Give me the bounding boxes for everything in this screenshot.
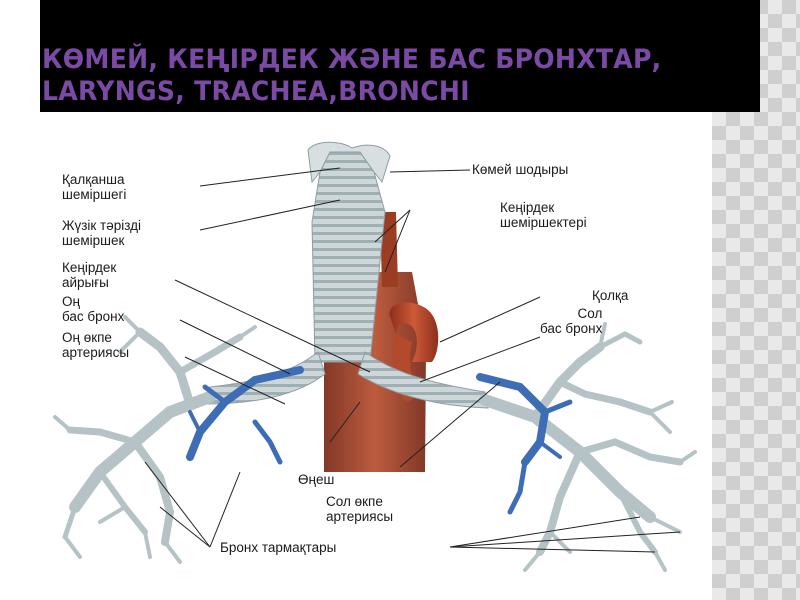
label-thyroid-cartilage-line-2: шеміршегі [62,187,127,202]
label-right-pulmonary-artery-line-1: Оң өкпе [62,330,112,345]
label-right-pulmonary-artery: Оң өкпе артериясы [62,330,129,360]
trachea-shape [307,141,391,363]
label-left-main-bronchus-line-1: Сол [577,306,603,321]
label-left-pulmonary-artery: Сол өкпе артериясы [326,494,393,524]
left-bronchial-tree [479,322,697,572]
label-left-pulmonary-artery-line-2: артериясы [326,509,394,524]
label-left-pulmonary-artery-line-1: Сол өкпе [326,494,383,509]
label-right-main-bronchus-line-2: бас бронх [62,309,125,324]
label-larynx-cavity: Көмей шодыры [472,162,569,177]
trachea-bronchi-illustration [53,141,697,572]
label-right-main-bronchus-line-1: Оң [62,294,80,309]
label-bronchial-branches: Бронх тармақтары [220,540,337,555]
right-bronchial-tree [53,315,257,564]
pulmonary-arteries [186,366,573,515]
label-cricoid-cartilage: Жүзік тәрізді шеміршек [62,218,141,248]
anatomy-figure: Қалқанша шеміршегі Жүзік тәрізді шемірше… [40,112,712,600]
label-cricoid-cartilage-line-2: шеміршек [62,233,125,248]
label-thyroid-cartilage-line-1: Қалқанша [62,172,125,187]
label-tracheal-cartilages-line-1: Кеңірдек [500,200,555,215]
label-esophagus: Өңеш [298,472,335,487]
label-tracheal-bifurcation-line-1: Кеңірдек [62,260,117,275]
label-right-pulmonary-artery-line-2: артериясы [62,345,130,360]
label-tracheal-bifurcation-line-2: айрығы [62,275,109,290]
label-tracheal-bifurcation: Кеңірдек айрығы [62,260,116,290]
slide-title-line-1: КӨМЕЙ, КЕҢІРДЕК ЖӘНЕ БАС БРОНХТАР, [42,44,662,75]
slide-title-line-2: LARYNGS, TRACHEA,BRONCHI [42,76,470,107]
label-right-main-bronchus: Оң бас бронх [62,294,124,324]
label-left-main-bronchus-line-2: бас бронх [540,321,603,336]
label-tracheal-cartilages: Кеңірдек шеміршектері [500,200,587,230]
title-bar [40,0,760,112]
label-thyroid-cartilage: Қалқанша шеміршегі [62,172,126,202]
label-tracheal-cartilages-line-2: шеміршектері [500,215,587,230]
label-aorta: Қолқа [592,288,629,303]
label-cricoid-cartilage-line-1: Жүзік тәрізді [62,218,142,233]
label-left-main-bronchus: Сол бас бронх [540,306,602,336]
leader-lines [144,167,681,553]
